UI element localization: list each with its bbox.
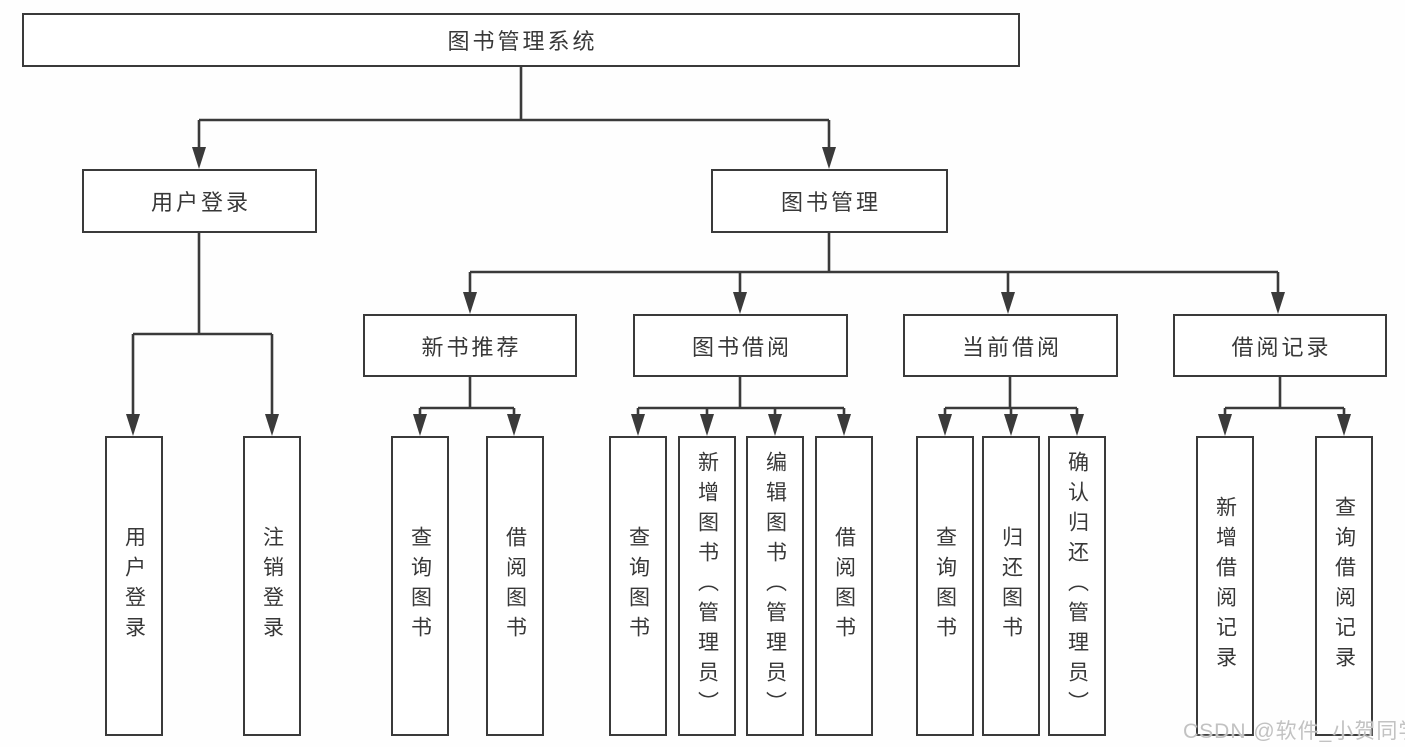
leaf-query-books-current-label: 查询图书 xyxy=(933,526,957,646)
csdn-watermark: CSDN @软件_小贺同学 xyxy=(1183,720,1405,743)
leaf-edit-book-admin-label: 编辑图书（管理员） xyxy=(763,451,787,721)
leaf-query-borrow-record: 查询借阅记录 xyxy=(1315,436,1373,736)
leaf-user-login-label: 用户登录 xyxy=(122,526,146,646)
leaf-query-borrow-record-label: 查询借阅记录 xyxy=(1332,496,1356,676)
node-borrow-records: 借阅记录 xyxy=(1173,314,1387,377)
node-book-borrow-label: 图书借阅 xyxy=(691,334,792,360)
node-book-borrow: 图书借阅 xyxy=(633,314,848,377)
leaf-query-books-current: 查询图书 xyxy=(916,436,974,736)
leaf-query-books-recommend-label: 查询图书 xyxy=(408,526,432,646)
leaf-borrow-books: 借阅图书 xyxy=(815,436,873,736)
leaf-edit-book-admin: 编辑图书（管理员） xyxy=(746,436,804,736)
leaf-return-books: 归还图书 xyxy=(982,436,1040,736)
arrowheads xyxy=(126,147,1351,436)
leaf-user-login: 用户登录 xyxy=(105,436,163,736)
leaf-logout-label: 注销登录 xyxy=(260,526,284,646)
leaf-add-book-admin: 新增图书（管理员） xyxy=(678,436,736,736)
leaf-borrow-books-label: 借阅图书 xyxy=(832,526,856,646)
node-new-book-recommend: 新书推荐 xyxy=(363,314,577,377)
leaf-confirm-return-admin-label: 确认归还（管理员） xyxy=(1065,451,1089,721)
leaf-query-books-borrow: 查询图书 xyxy=(609,436,667,736)
leaf-logout: 注销登录 xyxy=(243,436,301,736)
node-new-book-recommend-label: 新书推荐 xyxy=(421,334,522,360)
node-root-label: 图书管理系统 xyxy=(447,29,598,54)
node-current-borrow-label: 当前借阅 xyxy=(961,334,1062,360)
node-borrow-records-label: 借阅记录 xyxy=(1231,334,1332,360)
leaf-query-books-recommend: 查询图书 xyxy=(391,436,449,736)
node-current-borrow: 当前借阅 xyxy=(903,314,1118,377)
leaf-return-books-label: 归还图书 xyxy=(999,526,1023,646)
node-user-login: 用户登录 xyxy=(82,169,317,233)
leaf-borrow-books-recommend-label: 借阅图书 xyxy=(503,526,527,646)
leaf-add-borrow-record: 新增借阅记录 xyxy=(1196,436,1254,736)
leaf-add-borrow-record-label: 新增借阅记录 xyxy=(1213,496,1237,676)
node-book-management: 图书管理 xyxy=(711,169,948,233)
leaf-query-books-borrow-label: 查询图书 xyxy=(626,526,650,646)
node-book-management-label: 图书管理 xyxy=(780,190,881,215)
leaf-confirm-return-admin: 确认归还（管理员） xyxy=(1048,436,1106,736)
leaf-add-book-admin-label: 新增图书（管理员） xyxy=(695,451,719,721)
leaf-borrow-books-recommend: 借阅图书 xyxy=(486,436,544,736)
node-root-system: 图书管理系统 xyxy=(22,13,1020,67)
node-user-login-label: 用户登录 xyxy=(150,190,251,215)
